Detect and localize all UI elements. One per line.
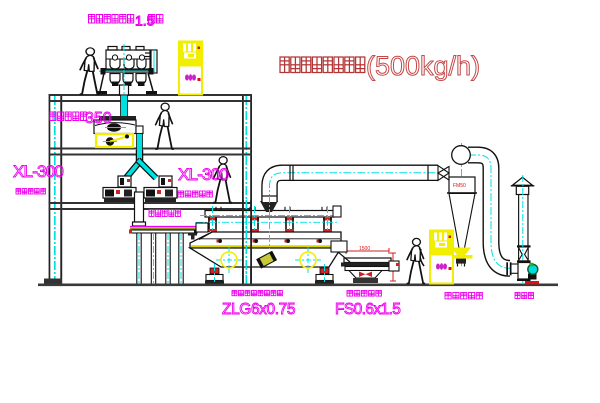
- svg-text:350: 350: [85, 110, 112, 127]
- svg-text:FM50: FM50: [453, 183, 466, 189]
- svg-text:FS0.6x1.5: FS0.6x1.5: [335, 301, 400, 318]
- svg-text:(500kg/h): (500kg/h): [366, 51, 480, 81]
- svg-text:1500: 1500: [359, 246, 370, 252]
- svg-text:ZLG6x0.75: ZLG6x0.75: [222, 301, 295, 318]
- svg-text:XL-300: XL-300: [178, 165, 228, 184]
- svg-text:XL-300: XL-300: [13, 162, 63, 181]
